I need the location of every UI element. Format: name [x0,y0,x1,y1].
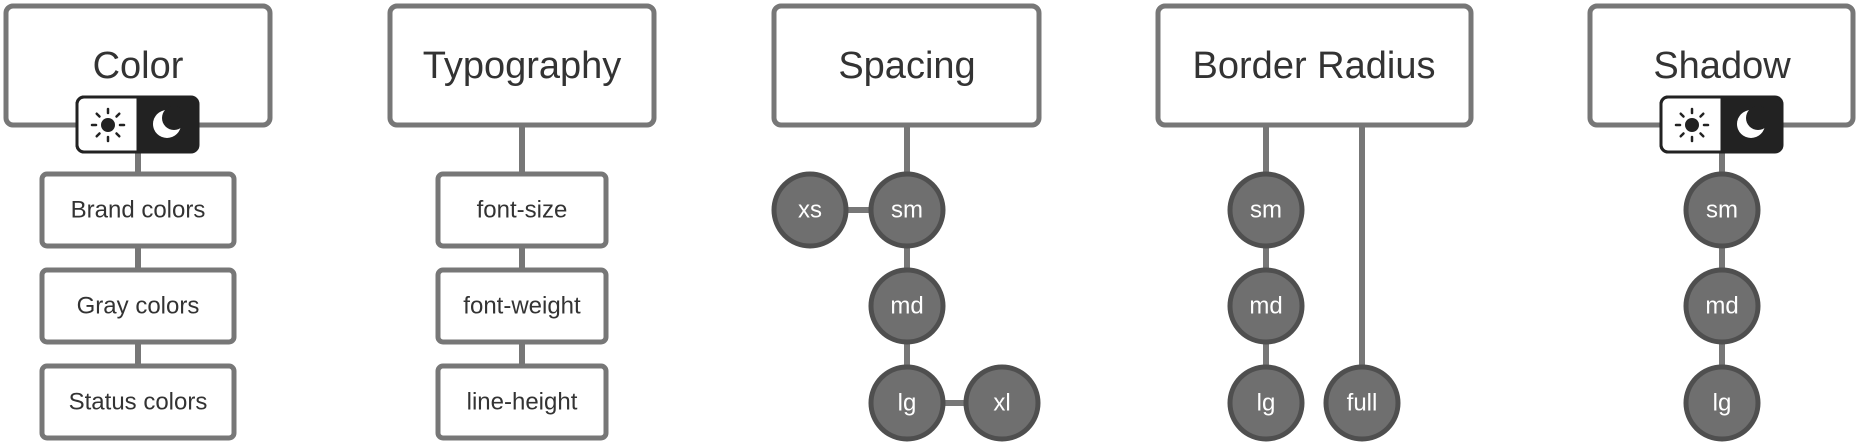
moon-icon [1737,106,1770,138]
shadow-node-lg[interactable]: lg [1683,364,1761,442]
shadow-node-md[interactable]: md [1683,267,1761,345]
color-item-gray[interactable]: Gray colors [39,267,237,345]
typography-group: Typography font-size font-weight line-he… [387,3,657,441]
shadow-toggle-outline [1659,95,1784,154]
spacing-node-lg[interactable]: lg [868,364,946,442]
shadow-node-label: md [1705,293,1738,320]
shadow-node-label: sm [1706,197,1738,224]
spacing-header-label: Spacing [838,45,975,87]
border-radius-node-lg[interactable]: lg [1227,364,1305,442]
sun-icon [90,107,126,143]
spacing-node-xl[interactable]: xl [963,364,1041,442]
typography-item-line-height[interactable]: line-height [435,363,609,441]
color-theme-toggle[interactable] [75,95,200,154]
color-item-label: Brand colors [71,197,206,224]
spacing-node-label: sm [891,197,923,224]
spacing-node-sm[interactable]: sm [868,171,946,249]
shadow-node-sm[interactable]: sm [1683,171,1761,249]
spacing-node-label: lg [898,390,917,417]
color-toggle-outline [75,95,200,154]
border-radius-node-full[interactable]: full [1323,364,1401,442]
spacing-node-md[interactable]: md [868,267,946,345]
moon-icon [153,106,186,138]
border-radius-group: Border Radius sm md lg full [1155,3,1474,442]
shadow-group: Shadow [1587,3,1856,442]
spacing-node-label: xl [993,390,1010,417]
spacing-node-label: md [890,293,923,320]
border-radius-node-label: lg [1257,390,1276,417]
typography-item-label: font-weight [463,293,581,320]
spacing-header-box [771,3,1042,128]
spacing-group: Spacing xs sm md lg xl [771,3,1042,442]
border-radius-node-sm[interactable]: sm [1227,171,1305,249]
spacing-node-label: xs [798,197,822,224]
sun-icon [1674,107,1710,143]
typography-header-box [387,3,657,128]
border-radius-header-label: Border Radius [1193,45,1436,87]
color-item-label: Status colors [69,389,208,416]
color-group: Color [3,3,273,441]
border-radius-node-md[interactable]: md [1227,267,1305,345]
typography-item-label: line-height [467,389,578,416]
border-radius-node-label: full [1347,390,1378,417]
color-item-status[interactable]: Status colors [39,363,237,441]
border-radius-node-label: sm [1250,197,1282,224]
color-header-label: Color [93,45,184,87]
typography-item-font-weight[interactable]: font-weight [435,267,609,345]
shadow-header-label: Shadow [1653,45,1791,87]
typography-header-label: Typography [423,45,622,87]
spacing-node-xs[interactable]: xs [771,171,849,249]
shadow-node-label: lg [1713,390,1732,417]
border-radius-header-box [1155,3,1474,128]
shadow-theme-toggle[interactable] [1659,95,1784,154]
color-item-brand[interactable]: Brand colors [39,171,237,249]
typography-item-font-size[interactable]: font-size [435,171,609,249]
color-item-label: Gray colors [77,293,200,320]
typography-item-label: font-size [477,197,568,224]
border-radius-node-label: md [1249,293,1282,320]
